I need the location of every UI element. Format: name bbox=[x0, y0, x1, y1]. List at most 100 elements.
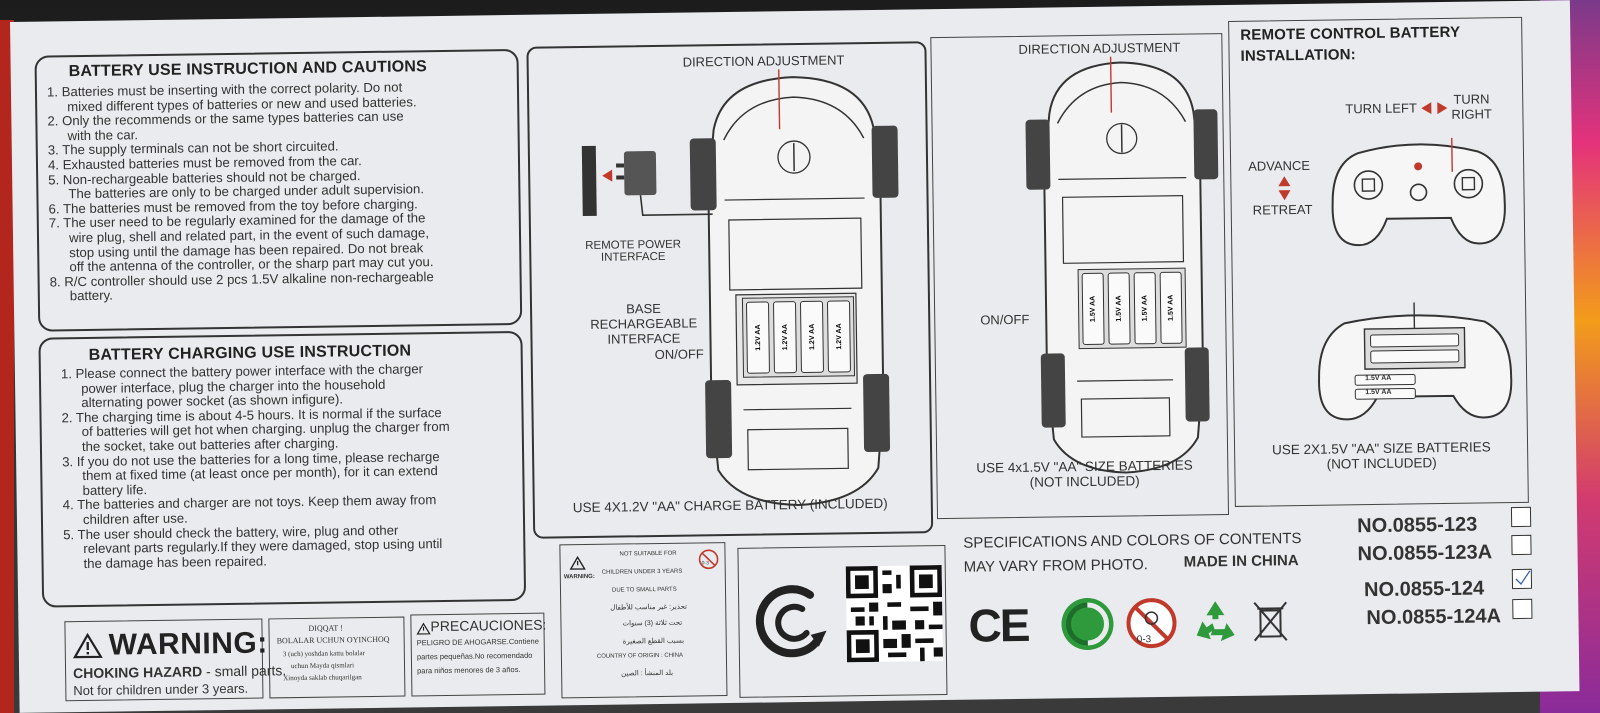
direction-adjustment-label: DIRECTION ADJUSTMENT bbox=[682, 52, 845, 70]
precauciones-line: para niños menores de 3 años. bbox=[417, 664, 521, 676]
battery-label: 1.5V AA bbox=[1115, 295, 1123, 322]
model-checkbox[interactable] bbox=[1510, 506, 1532, 528]
turn-left-label: TURN LEFT bbox=[1345, 100, 1417, 117]
label-line: BASE bbox=[626, 300, 661, 317]
recycle-icon bbox=[1196, 601, 1235, 642]
remote-battery-caption: USE 2X1.5V "AA" SIZE BATTERIES (NOT INCL… bbox=[1272, 439, 1491, 472]
arabic-line: تحذير: غير مناسب للأطفال bbox=[610, 603, 688, 612]
battery-cell: 1.5V AA bbox=[1159, 271, 1183, 344]
turn-arrows-icon bbox=[1421, 102, 1448, 115]
small-warning-line: CHILDREN UNDER 3 YEARS bbox=[601, 568, 683, 576]
battery-cell: 1.5V AA bbox=[1107, 272, 1131, 345]
small-warning-line: DUE TO SMALL PARTS bbox=[611, 586, 677, 594]
diqqat-line: 3 (uch) yoshdan kattu bolalar bbox=[282, 649, 365, 659]
model-number: NO.0855-123 bbox=[1357, 513, 1478, 538]
caption-line: USE 2X1.5V "AA" SIZE BATTERIES bbox=[1271, 439, 1491, 458]
warning-title: WARNING: bbox=[108, 626, 268, 662]
warning-line2: Not for children under 3 years. bbox=[73, 680, 249, 699]
advance-label: ADVANCE bbox=[1248, 157, 1311, 174]
direction-adjustment-label: DIRECTION ADJUSTMENT bbox=[1018, 39, 1181, 57]
box-red-edge bbox=[0, 20, 14, 713]
advance-retreat-arrows-icon bbox=[1278, 176, 1291, 201]
battery-label: 1.5V AA bbox=[1167, 294, 1175, 321]
arabic-line: بلد المنشأ : الصين bbox=[621, 669, 674, 678]
title-line: INSTALLATION: bbox=[1240, 46, 1357, 65]
battery-pack: 1.2V AA 1.2V AA 1.2V AA 1.2V AA bbox=[741, 296, 856, 378]
model-checkbox[interactable] bbox=[1512, 598, 1533, 620]
precauciones-title: PRECAUCIONES: bbox=[430, 616, 547, 635]
base-rechargeable-label: BASE RECHARGEABLE INTERFACE bbox=[590, 300, 698, 347]
diqqat-line: uchun Mayda qismlari bbox=[290, 661, 355, 671]
small-warning-line: NOT SUITABLE FOR bbox=[619, 550, 677, 558]
battery-label: 1.5V AA bbox=[1141, 295, 1149, 322]
remote-power-interface-label: REMOTE POWER INTERFACE bbox=[585, 239, 681, 264]
label-line: INTERFACE bbox=[600, 250, 666, 264]
car-chassis-diagram bbox=[1025, 56, 1219, 474]
label-line: TURN bbox=[1453, 91, 1490, 107]
model-number: NO.0855-124 bbox=[1363, 577, 1485, 602]
turn-right-label: TURN RIGHT bbox=[1451, 91, 1492, 122]
battery-label: 1.5V AA bbox=[1365, 374, 1392, 383]
title-line: REMOTE CONTROL BATTERY bbox=[1240, 23, 1461, 44]
age-label: 0-3 bbox=[1136, 634, 1152, 646]
label-line: REMOTE POWER bbox=[585, 238, 682, 252]
made-in-china-label: MADE IN CHINA bbox=[1183, 552, 1299, 571]
battery-label: 1.5V AA bbox=[1365, 388, 1392, 397]
caption-line: (NOT INCLUDED) bbox=[1326, 455, 1437, 472]
battery-charging-list: 1. Please connect the battery power inte… bbox=[61, 361, 520, 572]
ce-mark: CE bbox=[968, 598, 1029, 652]
precauciones-line: partes pequeñas.No recomendado bbox=[416, 650, 533, 662]
warning-triangle-icon bbox=[569, 556, 586, 570]
warning-triangle-icon bbox=[416, 622, 431, 635]
caption-line: (NOT INCLUDED) bbox=[1029, 473, 1140, 490]
diqqat-title: DIQQAT ! bbox=[308, 623, 343, 633]
battery-use-list: 1. Batteries must be inserting with the … bbox=[47, 79, 516, 304]
brand-logo-icon bbox=[755, 585, 827, 658]
battery-cell: 1.5V AA bbox=[1081, 272, 1105, 346]
battery-cell: 1.2V AA bbox=[772, 301, 797, 374]
no-under-3-icon bbox=[1126, 598, 1177, 649]
battery-label: 1.2V AA bbox=[754, 324, 762, 351]
diqqat-line: BOLALAR UCHUN OYINCHOQ bbox=[276, 634, 390, 646]
remote-controller-icon bbox=[1331, 137, 1506, 247]
model-checkbox[interactable] bbox=[1511, 534, 1532, 556]
car-chassis-diagram bbox=[689, 69, 899, 507]
model-number: NO.0855-124A bbox=[1366, 605, 1502, 630]
battery-label: 1.2V AA bbox=[781, 324, 789, 351]
battery-cell: 1.5V AA bbox=[1133, 272, 1157, 345]
precauciones-line: PELIGRO DE AHOGARSE.Contiene bbox=[416, 636, 539, 648]
diqqat-line: Xinoyda saklab chuqarilgan bbox=[283, 673, 362, 683]
instruction-panel: BATTERY USE INSTRUCTION AND CAUTIONS 1. … bbox=[10, 0, 1580, 713]
retreat-label: RETREAT bbox=[1252, 201, 1313, 218]
onoff-label: ON/OFF bbox=[654, 346, 704, 363]
remote-box bbox=[1228, 16, 1529, 507]
battery-label: 1.2V AA bbox=[808, 323, 816, 350]
specs-line2: MAY VARY FROM PHOTO. bbox=[963, 556, 1149, 576]
arabic-line: تحت ثلاثة (3) سنوات bbox=[622, 619, 683, 628]
caption-line: USE 4x1.5V "AA" SIZE BATTERIES bbox=[976, 457, 1193, 476]
remote-title: REMOTE CONTROL BATTERY INSTALLATION: bbox=[1240, 22, 1461, 67]
specs-line1: SPECIFICATIONS AND COLORS OF CONTENTS bbox=[963, 530, 1302, 552]
small-warning-label: WARNING: bbox=[563, 573, 595, 581]
charger-icon bbox=[581, 145, 713, 217]
label-line: INTERFACE bbox=[607, 330, 681, 347]
model-number: NO.0855-123A bbox=[1357, 541, 1493, 566]
label-line: RECHARGEABLE bbox=[590, 315, 698, 332]
label-line: RIGHT bbox=[1451, 106, 1492, 122]
origin-label: COUNTRY OF ORIGIN : CHINA bbox=[596, 652, 684, 660]
warning-line1: CHOKING HAZARD - small parts. bbox=[73, 662, 286, 681]
remote-battery-compartment-icon bbox=[1318, 302, 1513, 421]
onoff-label: ON/OFF bbox=[980, 311, 1030, 328]
crossed-bin-icon bbox=[1253, 601, 1288, 642]
arabic-line: بسبب القطع الصغيرة bbox=[622, 637, 685, 646]
checkmark-icon bbox=[1515, 570, 1531, 585]
aa-battery-caption: USE 4x1.5V "AA" SIZE BATTERIES (NOT INCL… bbox=[976, 458, 1193, 491]
warning-triangle-icon bbox=[72, 632, 103, 659]
no-under-3-icon bbox=[698, 549, 719, 570]
battery-pack: 1.5V AA 1.5V AA 1.5V AA 1.5V AA bbox=[1077, 267, 1187, 350]
battery-label: 1.5V AA bbox=[1089, 295, 1097, 323]
qr-code-icon bbox=[845, 565, 944, 663]
age-label: 0-3 bbox=[701, 560, 709, 567]
battery-cell: 1.2V AA bbox=[745, 301, 770, 374]
battery-cell: 1.2V AA bbox=[799, 300, 824, 373]
